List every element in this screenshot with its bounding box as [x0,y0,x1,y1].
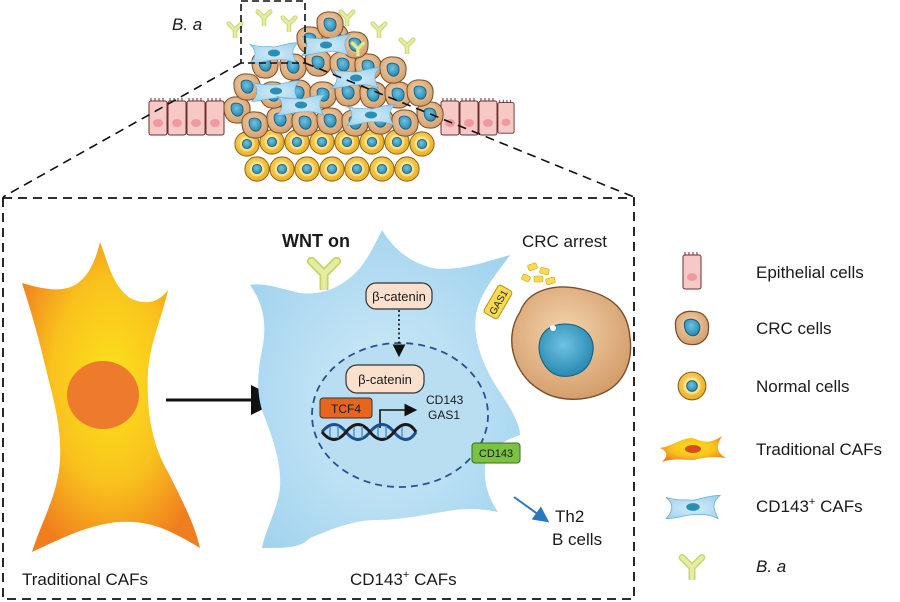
cd143-cafs-caption-suffix: CAFs [409,570,456,589]
epithelial-cells-left [148,97,225,136]
cd143-cafs-caption-prefix: CD143 [350,570,403,589]
cd143-cafs-caption-sup: + [403,569,409,581]
crc-arrest-label: CRC arrest [522,232,607,251]
legend-label-crc: CRC cells [756,319,832,338]
legend-label-cd143-cafs: CD143+ CAFs [756,496,863,516]
legend-cd143-suffix: CAFs [815,497,862,516]
beta-catenin-nuc-box [345,364,425,394]
crc-cell-icon [674,310,710,346]
gas1-particles [521,262,556,285]
cd143-caf-icon [665,494,721,520]
traditional-caf-nucleus [67,361,139,429]
legend-label-traditional-cafs: Traditional CAFs [756,440,882,459]
beta-catenin-nuc-label: β-catenin [358,372,412,387]
legend-label-epithelial: Epithelial cells [756,263,864,282]
th2-label: Th2 [555,507,584,526]
bacteria-icon [682,558,702,579]
crc-cell-arrested [511,286,632,400]
beta-catenin-cyto-label: β-catenin [372,289,426,304]
cd143-cafs-caption: CD143+ CAFs [350,569,457,589]
epithelial-cell-icon [682,251,702,290]
traditional-caf-icon [660,436,726,462]
legend-label-bacteria: B. a [756,557,786,576]
cd143-membrane-tag [471,442,521,464]
main-panel-box [2,197,635,600]
target-gene-gas1: GAS1 [428,408,460,422]
dna-helix [320,423,418,441]
immune-arrow [513,496,550,523]
bacteria-top-label: B. a [172,15,202,34]
zoom-region-box [240,0,306,64]
tumor-illustration [148,0,515,182]
b-cells-label: B cells [552,530,602,549]
legend-cd143-sup: + [809,496,815,508]
target-gene-cd143: CD143 [426,393,464,407]
gas1-tag: GAS1 [483,284,513,320]
traditional-caf-large [22,242,200,552]
wnt-on-label: WNT on [282,231,350,251]
tcf4-box [319,397,373,419]
legend-label-normal: Normal cells [756,377,850,396]
tcf4-label: TCF4 [331,402,361,416]
legend-cd143-prefix: CD143 [756,497,809,516]
wnt-bacteria-icon [311,261,336,288]
beta-catenin-cyto-box [365,282,433,310]
legend [660,251,726,579]
epithelial-cells-right [440,97,515,136]
normal-cells-cluster [234,129,435,182]
transcription-arrow [379,403,418,428]
normal-cell-icon [677,371,707,401]
cd143-membrane-tag-label: CD143 [479,448,513,460]
zoom-line-left [2,62,242,198]
traditional-cafs-caption: Traditional CAFs [22,570,148,589]
